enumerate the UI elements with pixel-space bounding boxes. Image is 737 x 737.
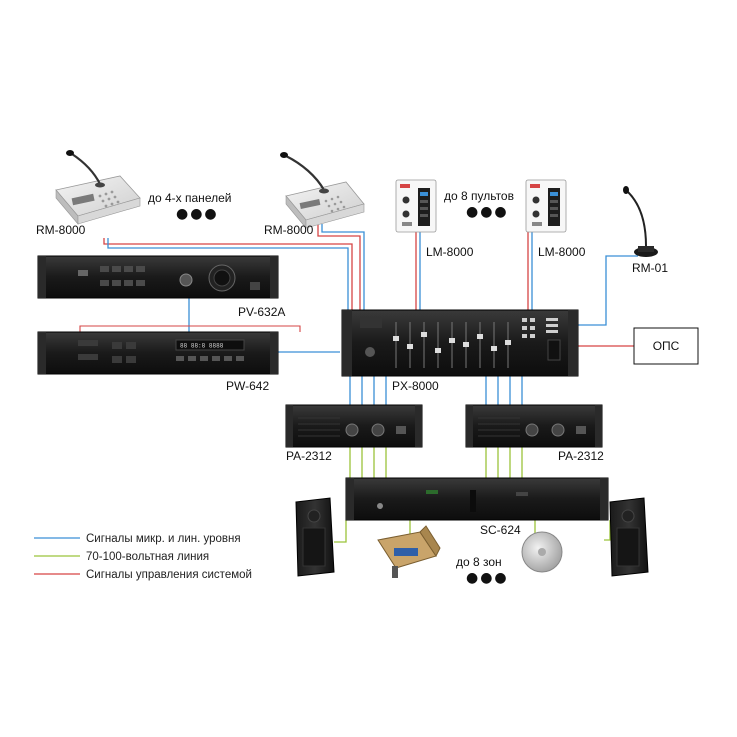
label-sc624: SC-624 [480,523,521,537]
ops-label: ОПС [653,339,680,353]
label-pw642: PW-642 [226,379,269,393]
rm01-device [623,186,658,257]
pa2312-right-device [465,404,603,448]
wires [79,224,638,548]
legend-item-signal: Сигналы микр. и лин. уровня [86,533,241,545]
sc624-device [345,477,609,521]
label-rm01: RM-01 [632,261,668,275]
label-panels-note: до 4-х панелей [148,191,231,205]
speaker-left [295,497,335,577]
label-pv632a: PV-632A [238,305,285,319]
label-pa2312-left: PA-2312 [286,449,332,463]
legend-item-control: Сигналы управления системой [86,569,252,581]
lm8000-right-device [525,179,567,233]
rm8000-right-device [280,152,365,229]
ellipsis-zones: ●●● [466,570,509,586]
wire-pw-control [79,325,301,332]
label-pa2312-right: PA-2312 [558,449,604,463]
ops-box: ОПС [633,327,699,365]
legend: Сигналы микр. и лин. уровня 70-100-вольт… [34,533,252,581]
pv632a-device [37,255,279,299]
label-zones-note: до 8 зон [456,555,502,569]
px8000-device [341,309,579,377]
wire-rm8000-left-signal [107,238,349,310]
wires-px-to-pa-left [349,375,387,405]
lm8000-left-device [395,179,437,233]
wire-rm8000-left-control [103,238,353,310]
rm8000-left-device [55,150,141,225]
label-consoles-note: до 8 пультов [444,189,514,203]
pw642-display-text: 88 88:8 8888 [180,343,224,350]
wires-px-to-pa-right [485,375,523,405]
label-lm8000-left: LM-8000 [426,245,474,259]
label-rm8000-right: RM-8000 [264,223,314,237]
wire-rm8000-right-signal [321,224,365,310]
ellipsis-consoles: ●●● [466,204,509,220]
wire-rm01-signal [578,255,638,326]
speaker-right [609,497,649,577]
pw642-device: 88 88:8 8888 [37,331,279,375]
legend-item-70v: 70-100-вольтная линия [86,551,209,563]
label-lm8000-right: LM-8000 [538,245,586,259]
wire-rm8000-right-control [317,224,361,310]
label-rm8000-left: RM-8000 [36,223,86,237]
wires-sc-to-speakers [334,518,611,548]
ceiling-speaker [521,531,563,573]
label-px8000: PX-8000 [392,379,439,393]
horn-speaker [377,525,441,578]
pa2312-left-device [285,404,423,448]
ellipsis-panels: ●●● [176,206,219,222]
wires-pa-to-sc [349,446,523,480]
